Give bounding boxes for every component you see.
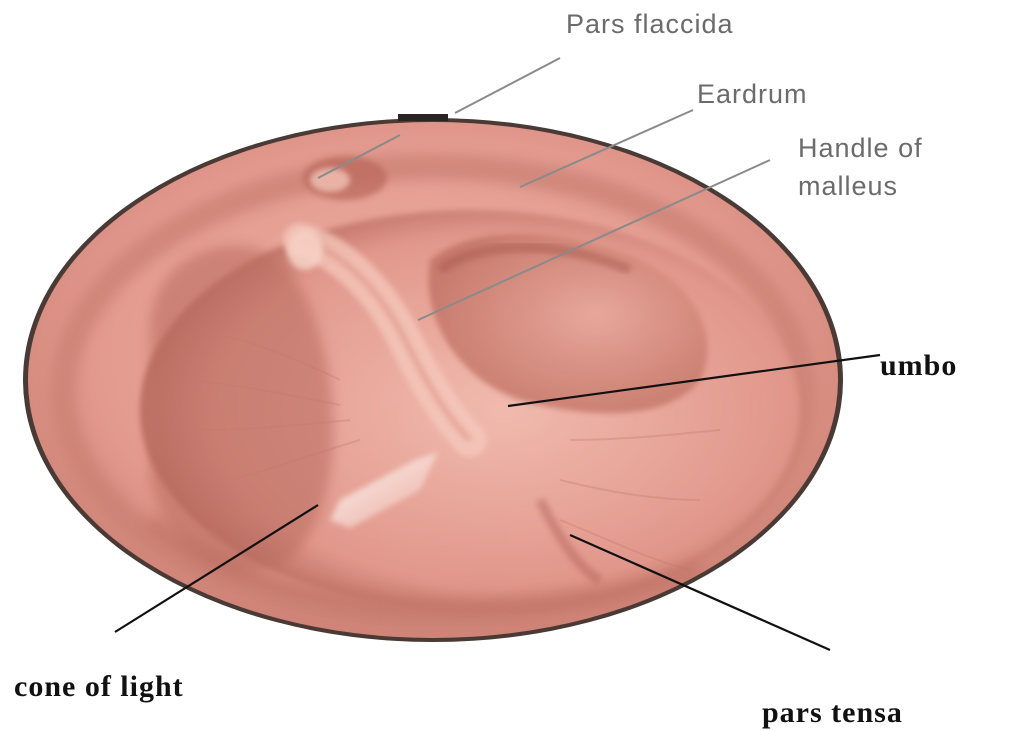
leader-pars-flaccida xyxy=(455,58,560,113)
label-cone-of-light: cone of light xyxy=(14,670,184,703)
label-pars-flaccida: Pars flaccida xyxy=(566,9,734,39)
label-pars-tensa: pars tensa xyxy=(762,696,903,729)
label-handle-of-malleus-line1: Handle of xyxy=(798,133,923,163)
label-eardrum: Eardrum xyxy=(697,79,808,109)
label-umbo: umbo xyxy=(880,349,957,382)
label-handle-of-malleus-line2: malleus xyxy=(798,171,898,201)
